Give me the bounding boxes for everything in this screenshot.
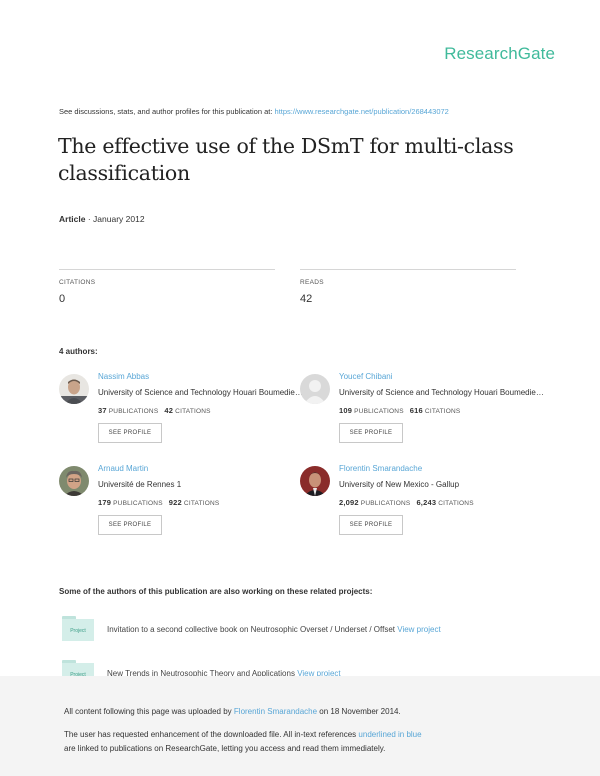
author-name-link[interactable]: Arnaud Martin — [98, 464, 149, 473]
author-pubs-label: PUBLICATIONS — [354, 408, 404, 415]
publication-url-link[interactable]: https://www.researchgate.net/publication… — [274, 107, 449, 116]
author-cites-label: CITATIONS — [424, 408, 461, 415]
author-cites-label: CITATIONS — [175, 408, 211, 415]
author-cites: 922 — [168, 498, 182, 507]
author-pubs: 179 — [98, 498, 112, 507]
citations-stat: CITATIONS 0 — [59, 269, 275, 305]
project-title: Invitation to a second collective book o… — [107, 625, 396, 634]
author-name-link[interactable]: Nassim Abbas — [98, 372, 150, 381]
author-card: Youcef Chibani University of Science and… — [300, 372, 550, 454]
project-folder-icon: Project — [62, 616, 94, 642]
author-name-link[interactable]: Youcef Chibani — [339, 372, 393, 381]
publication-meta: Article · January 2012 — [59, 214, 145, 224]
researchgate-logo[interactable]: ResearchGate — [444, 44, 555, 63]
reads-label: READS — [300, 279, 324, 286]
projects-heading: Some of the authors of this publication … — [59, 587, 373, 596]
footer-upload-line: All content following this page was uplo… — [64, 707, 401, 716]
footer-upload-pre: All content following this page was uplo… — [64, 707, 232, 716]
footer-linked-line: are linked to publications on ResearchGa… — [64, 744, 386, 753]
see-profile-button[interactable]: SEE PROFILE — [98, 515, 162, 535]
project-text: Invitation to a second collective book o… — [107, 625, 441, 634]
reads-value: 42 — [300, 293, 313, 305]
see-discussions-text: See discussions, stats, and author profi… — [59, 107, 273, 116]
citations-label: CITATIONS — [59, 279, 96, 286]
author-cites-label: CITATIONS — [438, 500, 474, 507]
author-cites: 6,243 — [416, 498, 437, 507]
project-item: Project Invitation to a second collectiv… — [62, 616, 542, 646]
author-stats: 2,092 PUBLICATIONS 6,243 CITATIONS — [339, 498, 474, 507]
author-card: Florentin Smarandache University of New … — [300, 464, 550, 546]
publication-type: Article — [59, 214, 86, 224]
author-pubs-label: PUBLICATIONS — [360, 500, 411, 507]
author-pubs: 109 — [339, 406, 353, 415]
project-folder-label: Project — [70, 628, 86, 634]
avatar[interactable] — [300, 374, 330, 404]
project-folder-label: Project — [70, 672, 86, 678]
author-stats: 37 PUBLICATIONS 42 CITATIONS — [98, 406, 211, 415]
author-affiliation: University of Science and Technology Hou… — [339, 388, 544, 397]
view-project-link[interactable]: View project — [297, 669, 341, 678]
underlined-in-blue-link[interactable]: underlined in blue — [358, 730, 422, 739]
author-affiliation: University of New Mexico - Gallup — [339, 480, 460, 489]
view-project-link[interactable]: View project — [397, 625, 441, 634]
author-cites: 616 — [409, 406, 423, 415]
author-cites-label: CITATIONS — [183, 500, 220, 507]
publication-date: January 2012 — [93, 214, 145, 224]
avatar[interactable] — [59, 374, 89, 404]
author-name-link[interactable]: Florentin Smarandache — [339, 464, 423, 473]
uploader-link[interactable]: Florentin Smarandache — [233, 707, 318, 716]
author-stats: 179 PUBLICATIONS 922 CITATIONS — [98, 498, 219, 507]
author-stats: 109 PUBLICATIONS 616 CITATIONS — [339, 406, 460, 415]
author-pubs: 37 — [98, 406, 107, 415]
publication-title: The effective use of the DSmT for multi-… — [58, 134, 514, 185]
project-title: New Trends in Neutrosophic Theory and Ap… — [107, 669, 295, 678]
avatar[interactable] — [300, 466, 330, 496]
avatar[interactable] — [59, 466, 89, 496]
author-pubs-label: PUBLICATIONS — [108, 408, 159, 415]
see-discussions-line: See discussions, stats, and author profi… — [59, 107, 449, 116]
author-pubs-label: PUBLICATIONS — [113, 500, 163, 507]
see-profile-button[interactable]: SEE PROFILE — [339, 515, 403, 535]
author-pubs: 2,092 — [339, 498, 359, 507]
author-card: Nassim Abbas University of Science and T… — [59, 372, 309, 454]
meta-separator: · — [85, 214, 94, 224]
see-profile-button[interactable]: SEE PROFILE — [339, 423, 403, 443]
author-affiliation: University of Science and Technology Hou… — [98, 388, 303, 397]
footer-upload-post: on 18 November 2014. — [319, 707, 401, 716]
footer-enhancement-text: The user has requested enhancement of th… — [64, 730, 357, 739]
author-card: Arnaud Martin Université de Rennes 1 179… — [59, 464, 309, 546]
see-profile-button[interactable]: SEE PROFILE — [98, 423, 162, 443]
footer: All content following this page was uplo… — [0, 676, 600, 776]
footer-enhancement-line: The user has requested enhancement of th… — [64, 730, 422, 739]
citations-value: 0 — [59, 293, 66, 305]
authors-heading: 4 authors: — [59, 347, 98, 356]
author-affiliation: Université de Rennes 1 — [98, 480, 182, 489]
author-cites: 42 — [164, 406, 174, 415]
project-text: New Trends in Neutrosophic Theory and Ap… — [107, 669, 341, 678]
reads-stat: READS 42 — [300, 269, 516, 305]
